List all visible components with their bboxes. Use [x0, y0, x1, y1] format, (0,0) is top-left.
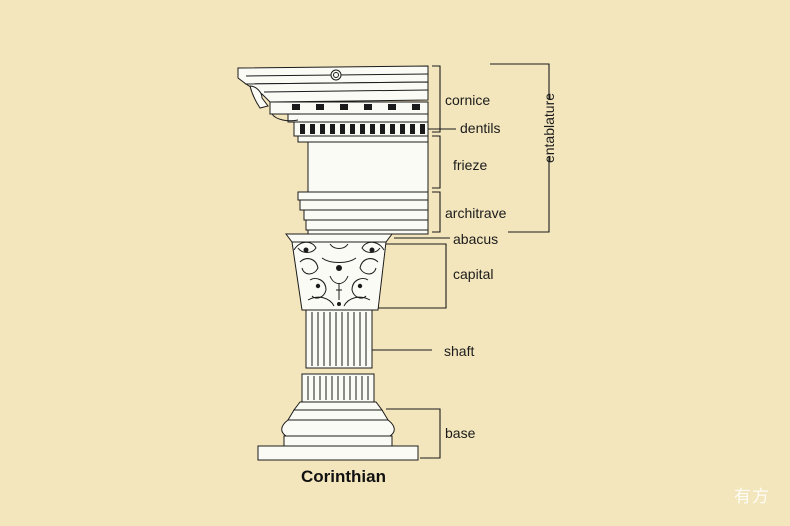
capital-bracket	[378, 244, 446, 308]
shaft-drawing	[306, 310, 372, 368]
label-frieze: frieze	[453, 158, 487, 172]
frieze-bracket	[432, 136, 440, 188]
label-dentils: dentils	[460, 121, 500, 135]
label-shaft: shaft	[444, 344, 474, 358]
watermark: 有方	[734, 482, 770, 507]
label-abacus: abacus	[453, 232, 498, 246]
label-cornice: cornice	[445, 93, 490, 107]
label-capital: capital	[453, 267, 493, 281]
label-architrave: architrave	[445, 206, 506, 220]
architrave-drawing	[298, 192, 428, 234]
capital-drawing	[286, 234, 392, 310]
dentils-drawing	[294, 122, 428, 142]
architrave-bracket	[432, 192, 440, 232]
frieze-drawing	[308, 142, 428, 192]
label-entablature: entablature	[542, 93, 556, 163]
column-drawing	[238, 66, 428, 460]
cornice-bracket	[432, 66, 440, 132]
label-base: base	[445, 426, 475, 440]
cornice-drawing	[238, 66, 428, 122]
diagram-caption: Corinthian	[301, 468, 386, 485]
base-drawing	[258, 374, 418, 460]
